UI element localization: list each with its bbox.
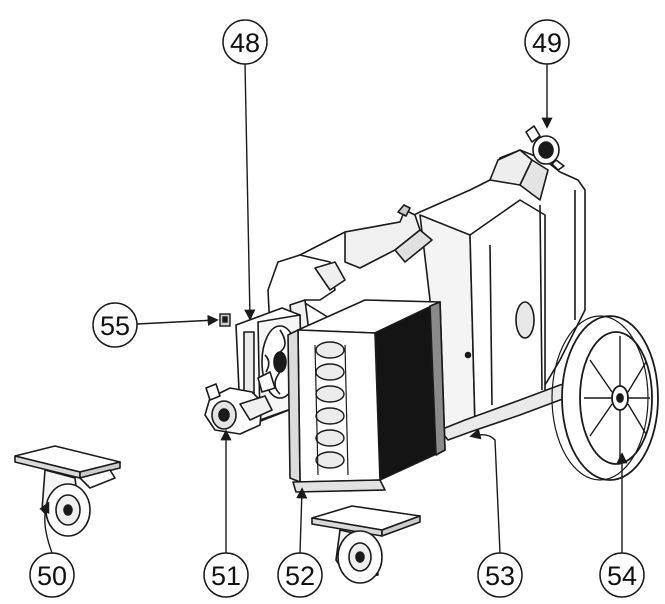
- callout-51: 51: [203, 552, 249, 598]
- caster-wheel-center: [311, 505, 421, 584]
- callout-48: 48: [222, 19, 268, 65]
- pump-motor: [204, 371, 276, 435]
- callout-50: 50: [29, 552, 75, 598]
- caster-wheel-left: [14, 445, 121, 537]
- tank-body: [299, 149, 586, 441]
- callout-52: 52: [277, 552, 323, 598]
- large-wheel: [551, 315, 659, 481]
- callout-55: 55: [92, 302, 138, 348]
- svg-text:50: 50: [37, 561, 67, 591]
- svg-text:54: 54: [607, 561, 637, 591]
- svg-text:55: 55: [100, 311, 130, 341]
- callout-53: 53: [477, 552, 523, 598]
- svg-text:51: 51: [211, 561, 241, 591]
- svg-text:49: 49: [532, 28, 562, 58]
- callout-54: 54: [599, 552, 645, 598]
- radiator: [287, 299, 446, 493]
- callout-49: 49: [524, 19, 570, 65]
- filler-cap: [525, 125, 565, 171]
- svg-text:53: 53: [485, 561, 515, 591]
- svg-text:48: 48: [230, 28, 260, 58]
- svg-text:52: 52: [285, 561, 315, 591]
- small-clip: [219, 313, 231, 327]
- leader-lines: [39, 63, 628, 554]
